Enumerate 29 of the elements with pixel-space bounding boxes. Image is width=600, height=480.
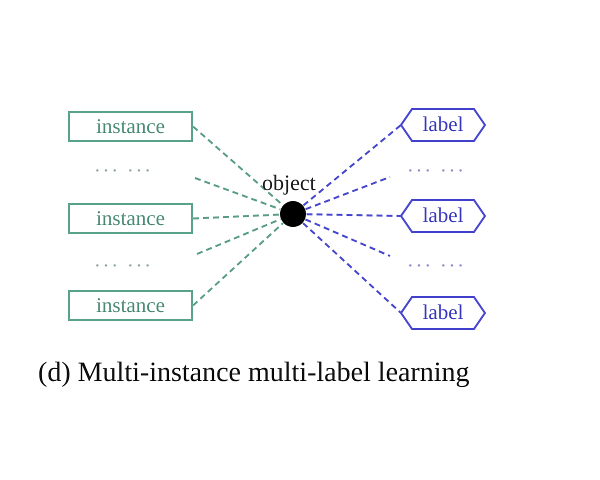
ellipsis-text: ··· ··· (94, 160, 153, 182)
node-text: instance (96, 294, 165, 318)
node-text: label (422, 301, 464, 325)
node-text: label (422, 204, 464, 228)
dashed-connector (305, 176, 390, 210)
rectangle-node (68, 111, 193, 142)
dashed-connector (192, 214, 280, 220)
hexagon-node (400, 296, 486, 330)
dashed-connector (194, 177, 281, 210)
hexagon-node (400, 108, 486, 142)
dashed-connector (302, 222, 402, 314)
rectangle-node (68, 203, 193, 234)
hexagon-node (400, 199, 486, 233)
figure-caption: (d) Multi-instance multi-label learning (38, 358, 470, 389)
ellipsis-text: ··· ··· (407, 255, 466, 277)
dashed-connector (302, 124, 402, 206)
dashed-connector (305, 218, 390, 257)
dashed-connector (192, 222, 284, 306)
ellipsis-text: ··· ··· (94, 255, 153, 277)
node-text: label (422, 113, 464, 137)
node-text: instance (96, 114, 165, 138)
node-text: instance (96, 206, 165, 230)
node-caption: object (262, 171, 316, 196)
dashed-connector (306, 213, 402, 217)
rectangle-node (68, 290, 193, 321)
object-dot (280, 201, 306, 227)
dashed-connector (192, 126, 284, 206)
ellipsis-text: ··· ··· (407, 160, 466, 182)
dashed-connector (196, 218, 281, 255)
